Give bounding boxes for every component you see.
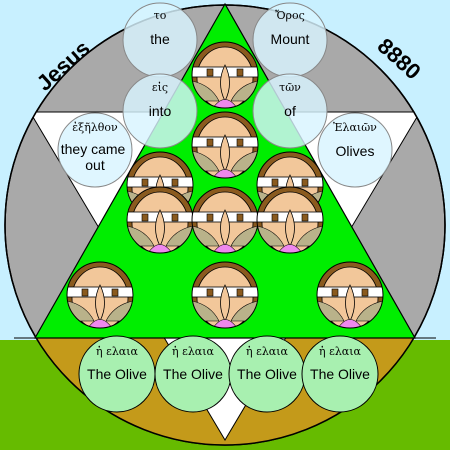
circle-oros-greek: Ὄρος (275, 9, 305, 22)
circle-to: το the (122, 2, 198, 78)
circle-eis-english: into (149, 103, 172, 119)
circle-exelthon-greek: ἐξῆλθον (72, 121, 118, 134)
face-circle (126, 186, 194, 254)
olive-circle: ἡ ελαια The Olive (78, 335, 156, 413)
olive-circles: ἡ ελαια The Olive ἡ ελαια The Olive ἡ ελ… (78, 335, 379, 413)
olive-english: The Olive (237, 366, 297, 382)
face-circle (191, 186, 259, 254)
circle-exelthon: ἐξῆλθον they came out (57, 112, 133, 188)
olive-circle: ἡ ελαια The Olive (154, 335, 232, 413)
olive-english: The Olive (163, 366, 223, 382)
circle-ton-english: of (284, 103, 296, 119)
olive-english: The Olive (310, 366, 370, 382)
circle-ton: τῶν of (252, 73, 328, 149)
circle-elaion-english: Olives (336, 143, 375, 159)
circle-eis-greek: εἰς (152, 81, 168, 94)
olive-greek: ἡ ελαια (319, 345, 361, 358)
circle-oros: Ὄρος Mount (252, 2, 328, 78)
circle-to-english: the (150, 31, 170, 47)
circle-elaion: Ἐλαιῶν Olives (317, 112, 393, 188)
circle-to-greek: το (154, 9, 167, 22)
olive-greek: ἡ ελαια (246, 345, 288, 358)
circle-eis: εἰς into (122, 73, 198, 149)
circle-oros-english: Mount (271, 31, 310, 47)
circle-elaion-greek: Ἐλαιῶν (333, 121, 377, 134)
olive-greek: ἡ ελαια (172, 345, 214, 358)
face-circle (66, 261, 134, 329)
face-circle (256, 186, 324, 254)
face-circle (191, 111, 259, 179)
faces-group (66, 41, 384, 329)
olive-circle: ἡ ελαια The Olive (301, 335, 379, 413)
olive-greek: ἡ ελαια (96, 345, 138, 358)
olive-circle: ἡ ελαια The Olive (228, 335, 306, 413)
circle-ton-greek: τῶν (279, 81, 301, 94)
olive-english: The Olive (87, 366, 147, 382)
face-circle (191, 41, 259, 109)
circle-exelthon-english: they came out (61, 141, 129, 173)
face-circle (191, 261, 259, 329)
face-circle (316, 261, 384, 329)
